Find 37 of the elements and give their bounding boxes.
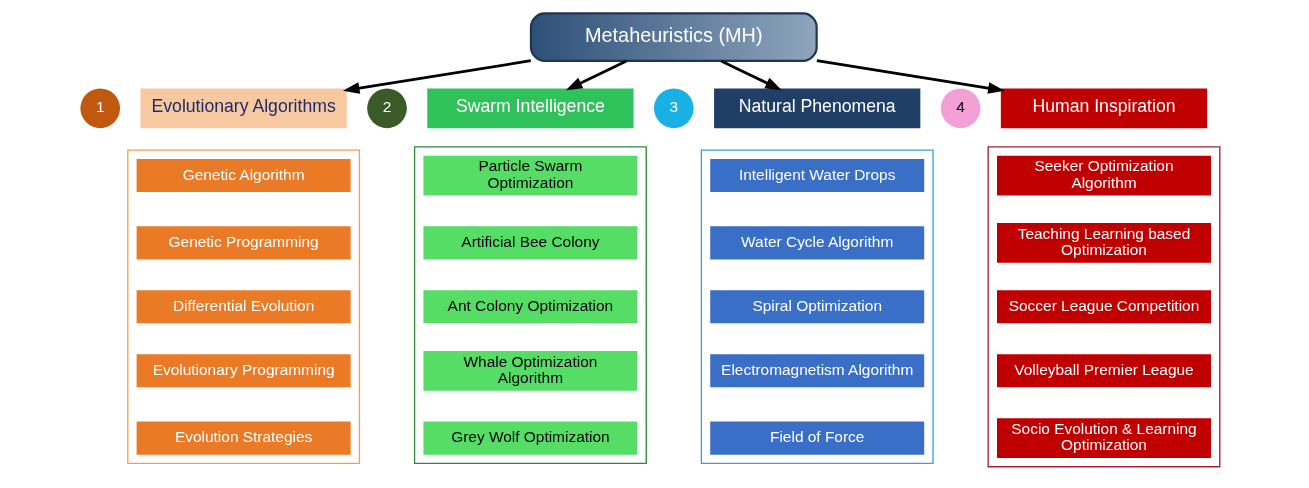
node-box: Soccer League Competition	[997, 289, 1211, 323]
node-box: Human Inspiration	[1000, 87, 1208, 128]
cluster	[700, 149, 934, 464]
node-box: Grey Wolf Optimization	[423, 421, 638, 455]
node-box: Artificial Bee Colony	[423, 225, 638, 259]
arrow	[342, 58, 531, 94]
node-box: Metaheuristics (MH)	[529, 11, 818, 62]
arrow	[565, 59, 628, 90]
arrow	[816, 58, 1005, 94]
node-box: Spiral Optimization	[710, 289, 925, 323]
node-box: Water Cycle Algorithm	[710, 225, 925, 259]
node-box: Swarm Intelligence	[427, 87, 634, 128]
node-box: Electromagnetism Algorithm	[710, 353, 925, 387]
node-box: Ant Colony Optimization	[423, 289, 638, 323]
node-box: Intelligent Water Drops	[710, 158, 925, 192]
cluster	[413, 145, 647, 464]
node-box: Evolution Strategies	[136, 421, 351, 455]
node-circle: 4	[940, 87, 981, 128]
node-circle: 2	[367, 87, 407, 128]
cluster	[127, 149, 361, 464]
node-box: Genetic Algorithm	[136, 158, 351, 192]
node-box: Socio Evolution & Learning Optimization	[997, 417, 1211, 458]
cluster	[987, 145, 1221, 467]
arrow	[720, 59, 782, 90]
node-box: Seeker Optimization Algorithm	[997, 155, 1211, 195]
node-circle: 3	[653, 87, 694, 128]
node-box: Genetic Programming	[136, 225, 351, 259]
node-circle: 1	[80, 87, 121, 128]
node-box: Evolutionary Programming	[136, 353, 351, 387]
node-box: Teaching Learning based Optimization	[997, 222, 1211, 263]
node-box: Particle Swarm Optimization	[423, 155, 638, 195]
node-box: Whale Optimization Algorithm	[423, 350, 638, 391]
node-box: Volleyball Premier League	[997, 353, 1211, 387]
node-box: Natural Phenomena	[714, 87, 921, 128]
node-box: Evolutionary Algorithms	[140, 87, 347, 128]
node-box: Differential Evolution	[136, 289, 351, 323]
node-box: Field of Force	[710, 421, 925, 455]
